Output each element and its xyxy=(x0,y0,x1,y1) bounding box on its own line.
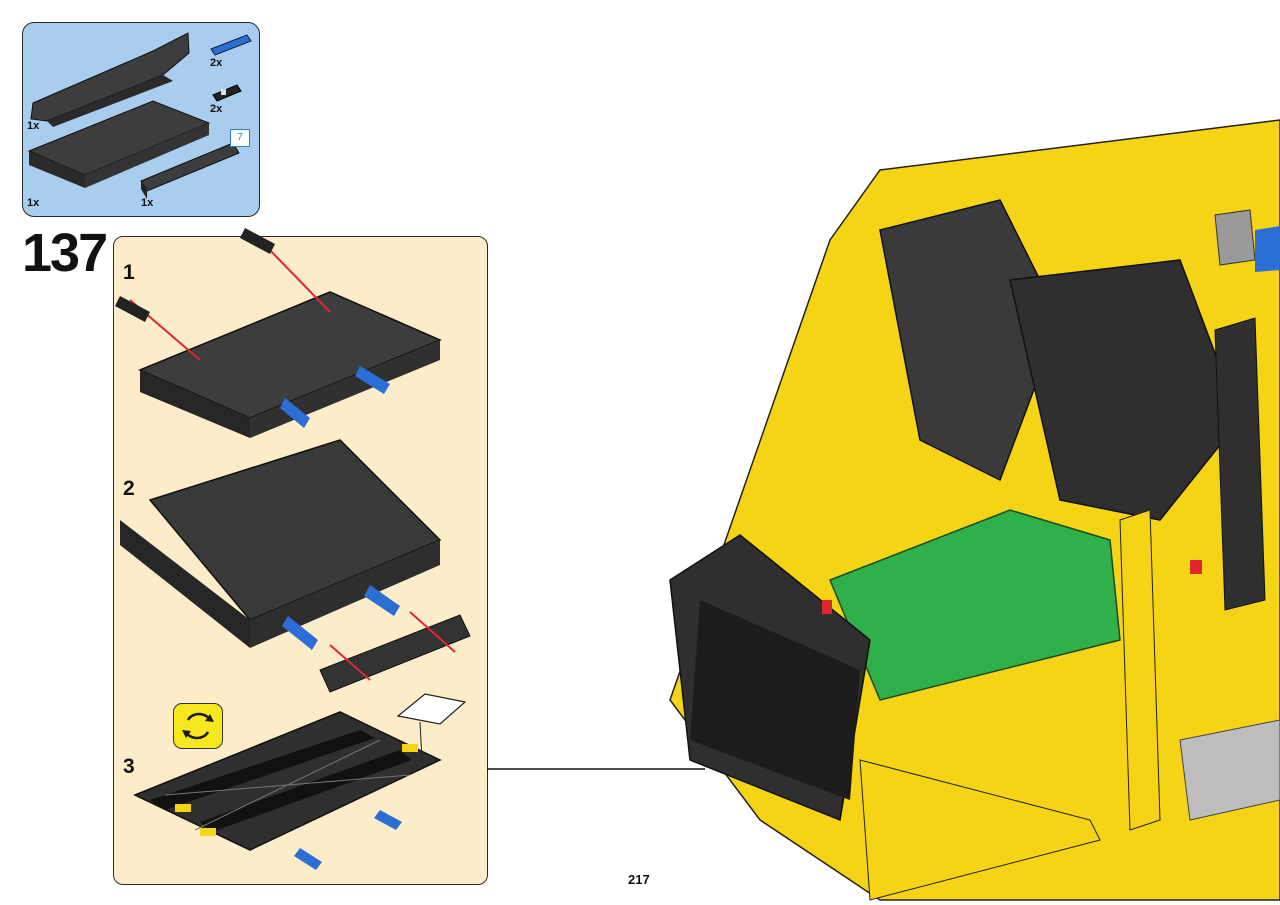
black-pin-part xyxy=(212,84,242,102)
beam-part xyxy=(140,142,240,199)
beam-length-badge: 7 xyxy=(230,129,250,147)
blue-axle-pin-part xyxy=(210,34,252,56)
parts-list-panel: 2x 2x 1x 1x 1x xyxy=(22,22,260,217)
qty-label-black-pin: 2x xyxy=(210,103,223,115)
decal-sheet-icon xyxy=(396,693,467,761)
page-number: 217 xyxy=(628,872,650,887)
curved-panel-part xyxy=(30,32,190,127)
main-model-illustration xyxy=(669,119,1280,901)
parts-illustrations xyxy=(27,32,252,199)
substep-2-assembly xyxy=(120,439,471,693)
rotate-model-icon xyxy=(173,703,223,749)
flat-panel-part xyxy=(27,100,211,188)
substep-label-3: 3 xyxy=(123,755,135,778)
step-number: 137 xyxy=(22,223,108,283)
substep-1-assembly xyxy=(115,228,442,438)
substep-3-assembly xyxy=(133,711,442,870)
qty-label-beam: 1x xyxy=(141,197,154,209)
substep-label-1: 1 xyxy=(123,261,135,284)
substep-label-2: 2 xyxy=(123,477,135,500)
qty-label-curved-panel: 1x xyxy=(27,120,40,132)
qty-label-flat-panel: 1x xyxy=(27,197,40,209)
qty-label-blue-pin: 2x xyxy=(210,57,223,69)
